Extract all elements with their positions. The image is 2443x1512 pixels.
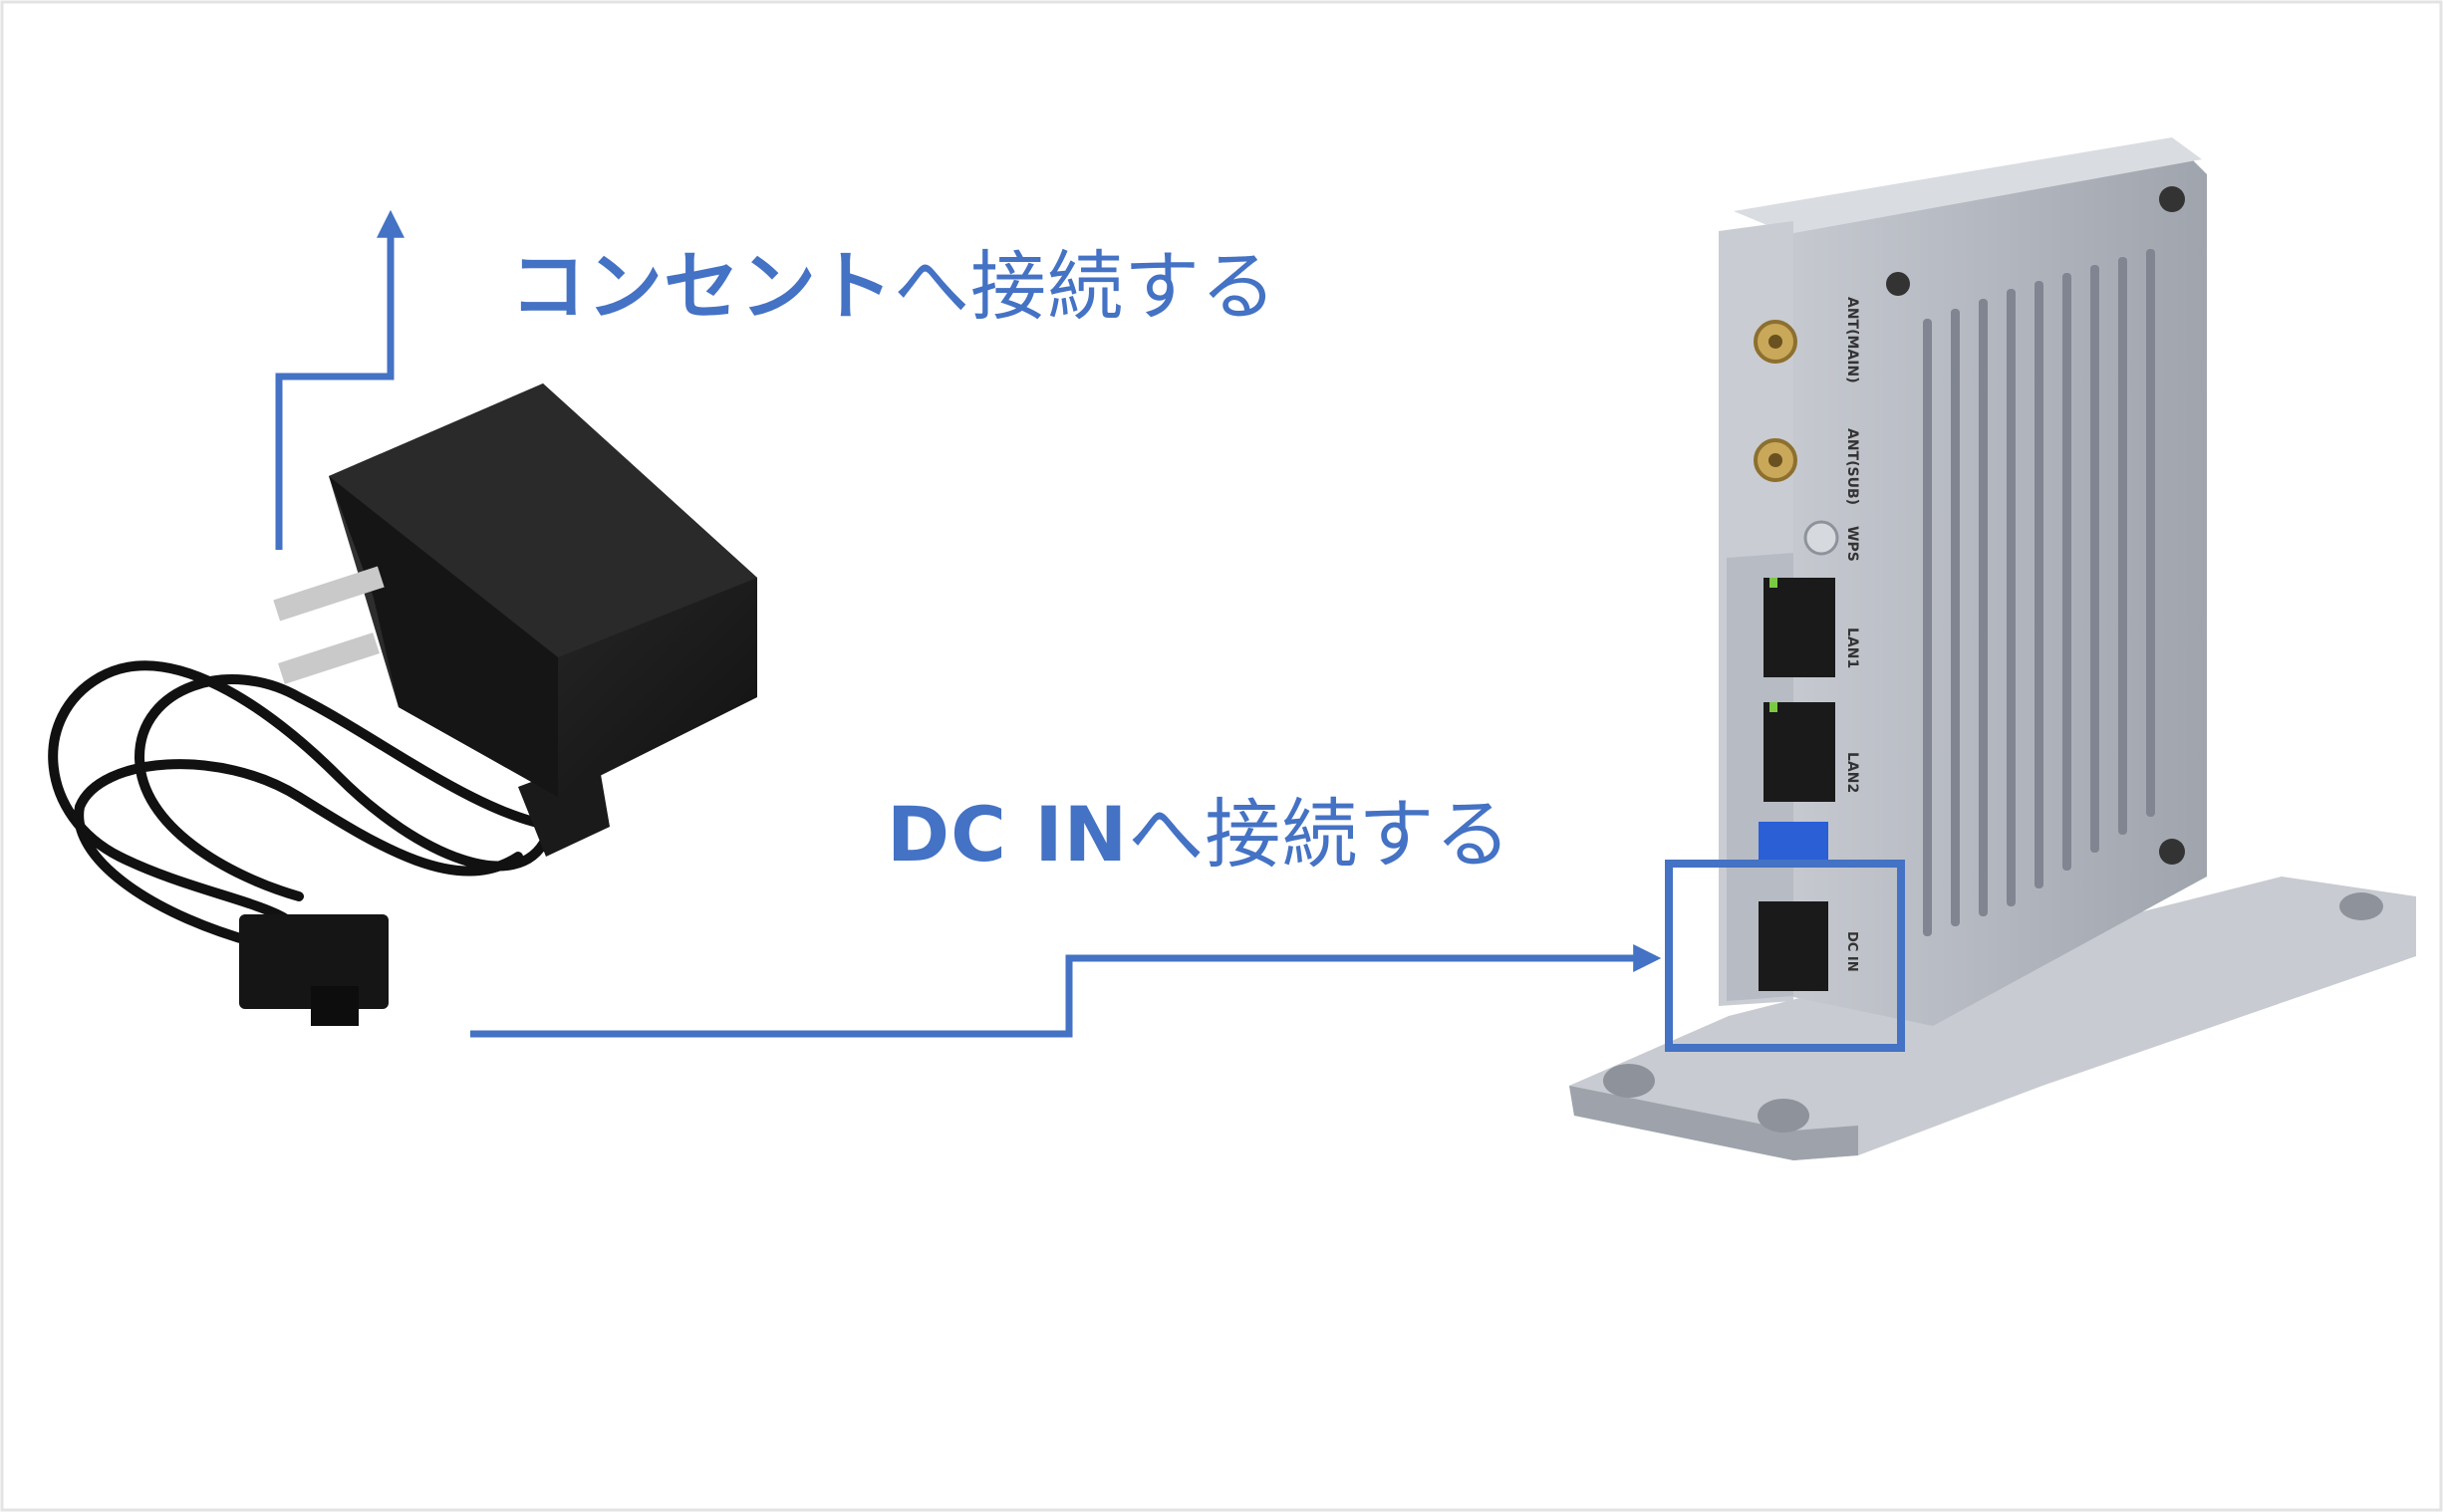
lan2-port <box>1764 702 1835 802</box>
port-label-lan1: LAN1 <box>1844 628 1860 668</box>
outlet-arrow <box>275 209 405 550</box>
port-label-dc-in: DC IN <box>1844 931 1859 972</box>
wps-button <box>1803 520 1839 556</box>
ant-sub-connector <box>1754 438 1797 482</box>
usb-port <box>1759 822 1828 860</box>
outlet-label-rest: へ接続する <box>894 242 1277 331</box>
ac-adapter-icon <box>48 383 757 1026</box>
port-label-wps: WPS <box>1844 526 1860 562</box>
adapter-cable <box>48 660 563 951</box>
dc-in-highlight-box <box>1665 860 1905 1052</box>
router-device-icon: ANT(MAIN) ANT(SUB) WPS LAN1 LAN2 DC IN <box>1569 137 2416 1160</box>
lan1-port <box>1764 578 1835 677</box>
dcin-label-bold: DC IN <box>887 790 1129 879</box>
port-label-lan2: LAN2 <box>1844 752 1860 793</box>
outlet-instruction-label: コンセントへ接続する <box>510 249 1277 325</box>
dc-in-port <box>1759 901 1828 991</box>
ant-main-connector <box>1754 320 1797 364</box>
port-label-ant-sub: ANT(SUB) <box>1844 428 1860 505</box>
port-label-ant-main: ANT(MAIN) <box>1844 297 1860 383</box>
dcin-label-rest: へ接続する <box>1128 790 1512 879</box>
dcin-instruction-label: DC INへ接続する <box>887 797 1511 873</box>
dcin-arrow <box>470 944 1662 1038</box>
outlet-label-bold: コンセント <box>510 242 894 331</box>
